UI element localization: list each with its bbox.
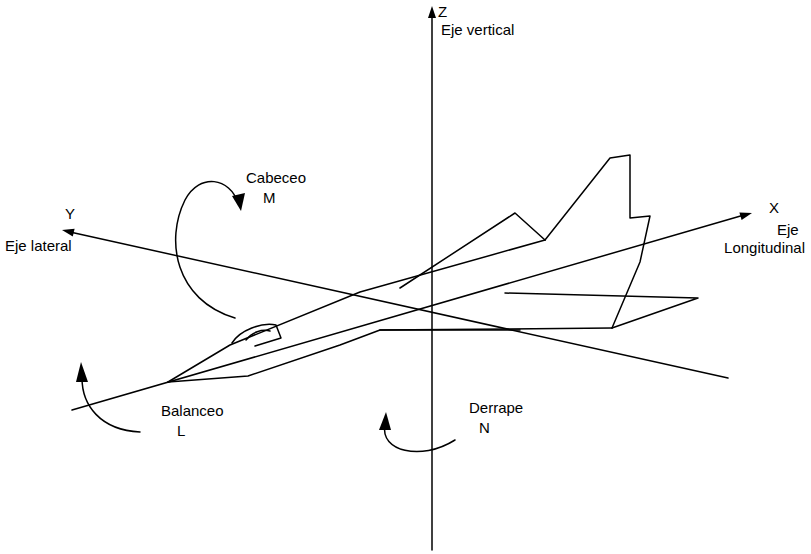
axis-label: M [262, 190, 277, 205]
axis-label: Derrape [468, 400, 524, 415]
z-arrowhead [428, 6, 436, 18]
z-axis [431, 14, 433, 550]
y-arrowhead [62, 229, 75, 237]
aircraft-outline [168, 155, 698, 382]
axis-label: Longitudinal [723, 240, 806, 255]
y-axis [70, 232, 728, 378]
roll-arrowhead [76, 362, 88, 382]
axis-label: N [478, 420, 491, 435]
axis-label: Eje [776, 222, 800, 237]
axis-label: Eje vertical [440, 22, 515, 37]
yaw-arc [385, 426, 455, 452]
axis-label: L [176, 423, 186, 438]
axis-label: X [768, 200, 780, 215]
axis-label: Balanceo [160, 403, 225, 418]
axis-label: Eje lateral [4, 238, 73, 253]
yaw-arrowhead [379, 412, 391, 430]
pitch-arc [176, 181, 238, 318]
axis-label: Cabeceo [245, 170, 307, 185]
pitch-arrowhead [232, 193, 245, 211]
axis-label: Z [437, 4, 448, 19]
axis-label: Y [64, 206, 76, 221]
roll-arc [82, 378, 140, 432]
x-arrowhead [739, 213, 752, 221]
